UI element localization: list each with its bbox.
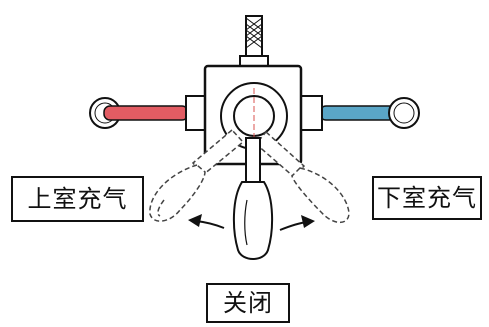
handle-position-lower-chamber [254, 130, 350, 224]
upper-chamber-inflate-label: 上室充气 [11, 176, 144, 222]
lower-chamber-inflate-label: 下室充气 [372, 176, 482, 220]
red-pipe-icon [89, 97, 189, 129]
right-arrow [279, 215, 315, 231]
handle-position-upper-chamber [149, 128, 245, 222]
handle-position-closed [232, 137, 274, 260]
blue-pipe-icon [319, 97, 420, 129]
right-port-collar [299, 95, 323, 131]
closed-label: 关闭 [206, 283, 290, 323]
knurled-stem-icon [239, 15, 269, 67]
left-arrow [188, 214, 225, 229]
